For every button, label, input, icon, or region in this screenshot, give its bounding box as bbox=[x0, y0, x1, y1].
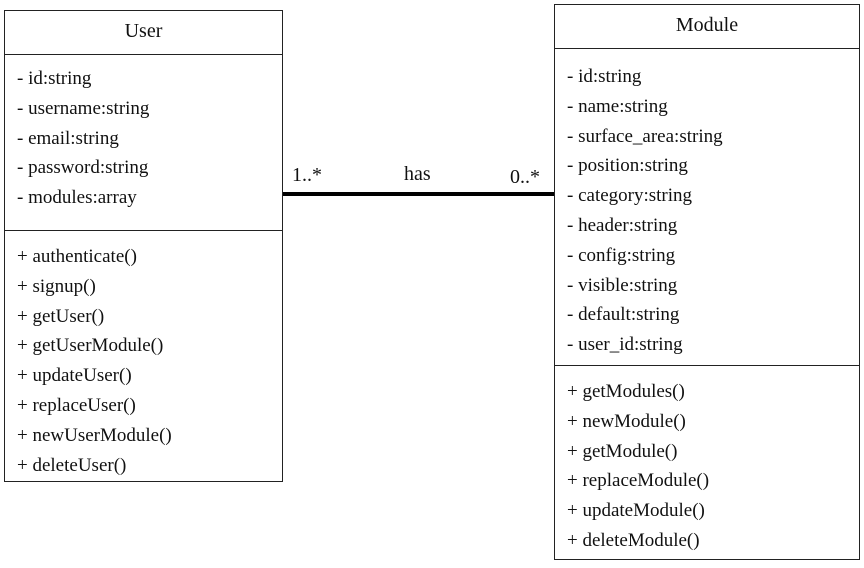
module-attribute: - surface_area:string bbox=[567, 125, 723, 147]
user-attribute: - id:string bbox=[17, 68, 92, 89]
user-operation: + updateUser() bbox=[17, 365, 132, 387]
module-operation: + updateModule() bbox=[567, 500, 705, 522]
user-operation: + newUserModule() bbox=[17, 424, 172, 446]
user-operation: + signup() bbox=[17, 275, 96, 297]
association-label: has bbox=[404, 163, 431, 185]
user-operation: + getUser() bbox=[17, 305, 105, 327]
module-operation: + getModules() bbox=[567, 381, 685, 402]
module-attribute: - position:string bbox=[567, 155, 688, 177]
user-attributes: - id:string - username:string - email:st… bbox=[5, 55, 282, 231]
module-operation: + getModule() bbox=[567, 440, 678, 462]
module-multiplicity: 0..* bbox=[510, 166, 540, 188]
module-class-name: Module bbox=[555, 5, 859, 49]
user-class-name: User bbox=[5, 11, 282, 55]
module-operation: + deleteModule() bbox=[567, 529, 700, 551]
module-attribute: - user_id:string bbox=[567, 334, 683, 356]
user-class-box: User - id:string - username:string - ema… bbox=[4, 10, 283, 482]
module-operation: + newModule() bbox=[567, 410, 686, 432]
user-operation: + getUserModule() bbox=[17, 335, 164, 357]
user-operation: + replaceUser() bbox=[17, 394, 136, 416]
module-operations: + getModules() + newModule() + getModule… bbox=[555, 366, 859, 556]
user-attribute: - email:string bbox=[17, 127, 119, 149]
user-attribute: - username:string bbox=[17, 97, 150, 119]
module-attribute: - category:string bbox=[567, 185, 693, 207]
module-attributes: - id:string - name:string - surface_area… bbox=[555, 49, 859, 366]
association-line bbox=[283, 192, 554, 196]
user-operation: + deleteUser() bbox=[17, 454, 127, 476]
module-attribute: - name:string bbox=[567, 95, 668, 117]
user-attribute: - password:string bbox=[17, 157, 149, 179]
module-attribute: - visible:string bbox=[567, 274, 678, 296]
module-attribute: - header:string bbox=[567, 214, 678, 236]
module-class-box: Module - id:string - name:string - surfa… bbox=[554, 4, 860, 560]
module-attribute: - default:string bbox=[567, 304, 680, 326]
user-operation: + authenticate() bbox=[17, 246, 137, 267]
user-operations: + authenticate() + signup() + getUser() … bbox=[5, 231, 282, 480]
module-attribute: - config:string bbox=[567, 244, 676, 266]
module-attribute: - id:string bbox=[567, 66, 642, 87]
user-multiplicity: 1..* bbox=[292, 164, 322, 186]
user-attribute: - modules:array bbox=[17, 187, 137, 209]
module-operation: + replaceModule() bbox=[567, 470, 710, 492]
